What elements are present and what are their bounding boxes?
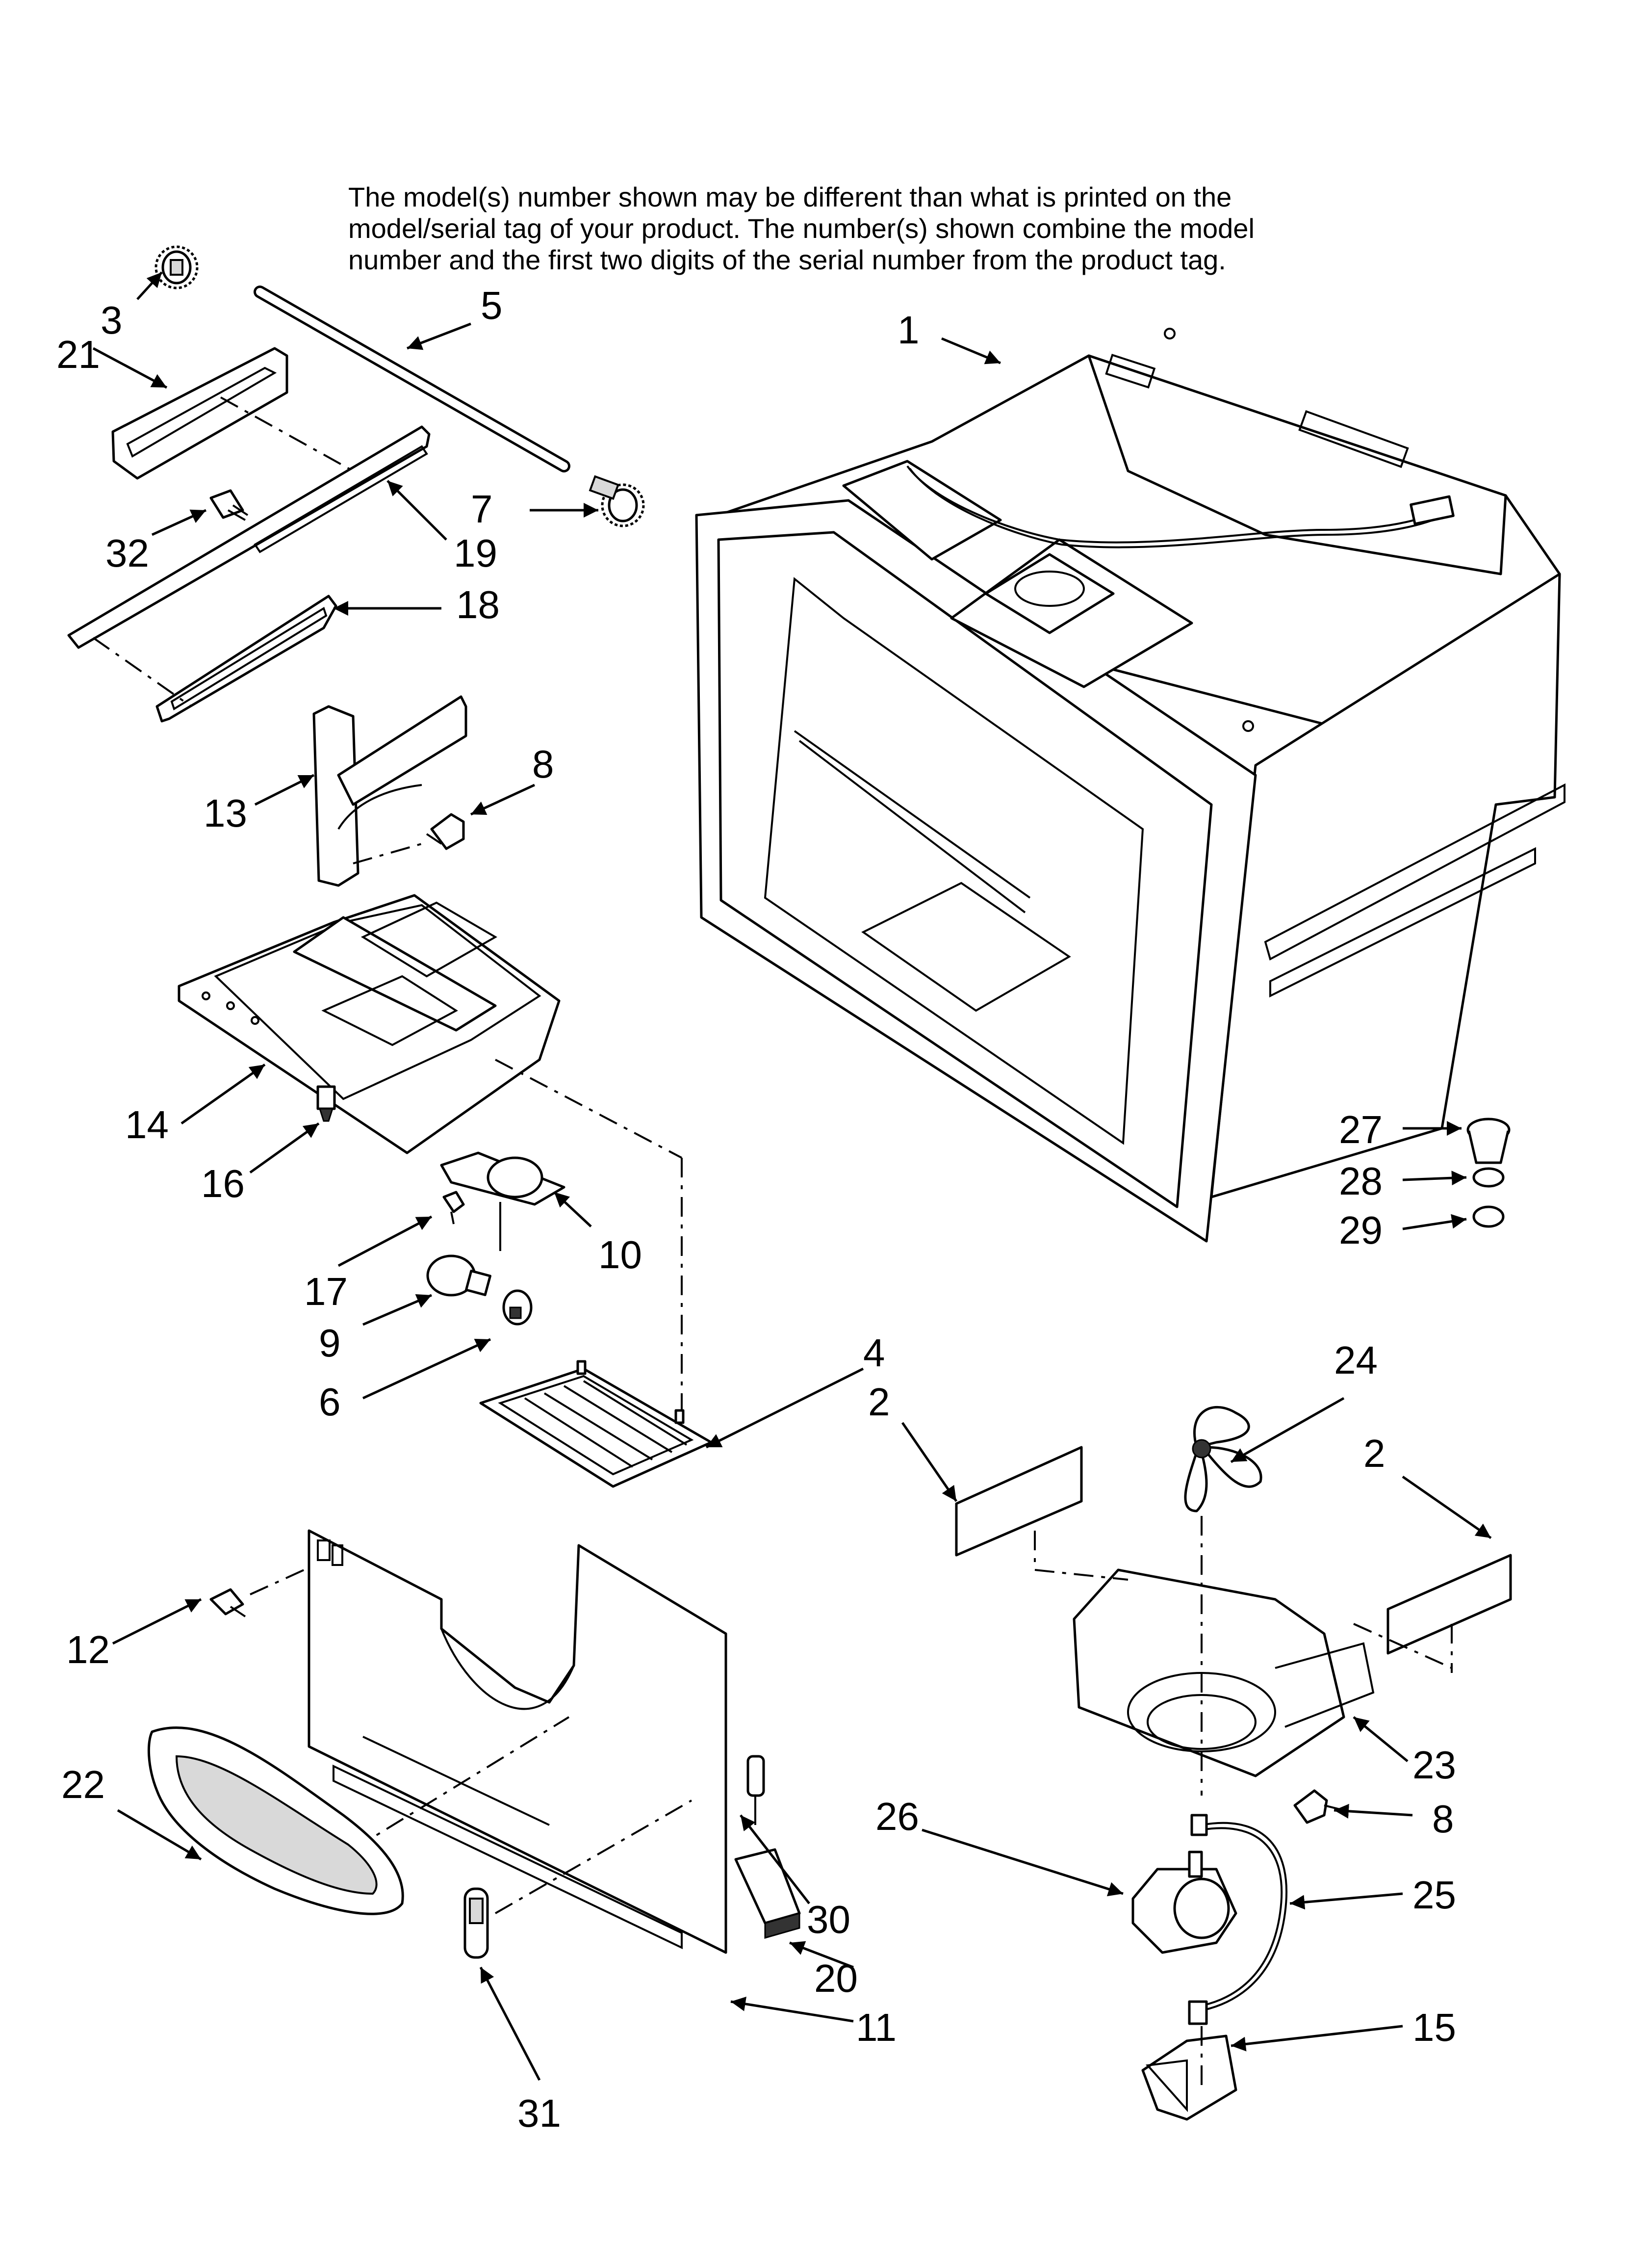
callout-12: 12 [66,1628,110,1671]
part-32-screw [209,489,249,521]
callout-10: 10 [598,1233,642,1277]
callout-25: 25 [1412,1873,1456,1917]
callout-29: 29 [1339,1208,1383,1252]
callout-15: 15 [1412,2006,1456,2049]
callout-4: 4 [863,1331,885,1375]
callout-22: 22 [61,1763,105,1806]
callout-14: 14 [125,1103,169,1147]
part-11-panel [250,1529,727,1954]
part-22-grille [147,1726,404,1915]
notice-line-2: model/serial tag of your product. The nu… [348,213,1255,244]
part-8-screw-upper [426,813,465,850]
callout-20: 20 [814,1956,858,2000]
part-16-clip [316,1085,336,1122]
part-10-light-lens [440,1151,565,1251]
part-18-rail [92,595,337,723]
part-23-fan-shroud [1034,1516,1453,1796]
part-14-light-housing [178,894,683,1423]
callout-19: 19 [454,531,497,575]
part-2-insulation-left [955,1446,1083,1557]
callout-2-left: 2 [868,1380,890,1424]
callout-2-right: 2 [1363,1432,1385,1475]
callout-numbers: 3 5 21 1 7 32 19 18 8 13 14 16 10 17 9 6… [56,284,1456,2135]
part-3-gear [154,245,199,289]
part-24-fan-blade [1184,1406,1262,1512]
part-25-wire-harness [1188,1814,1288,2025]
callout-3: 3 [101,298,123,342]
callout-1: 1 [898,308,920,352]
part-12-screw [209,1588,246,1617]
part-2-insulation-right [1386,1554,1512,1655]
part-5-shaft [254,286,570,472]
part-7-gear [589,475,645,527]
part-9-light-bulb [426,1254,491,1297]
part-15-motor-bracket [1141,2026,1237,2121]
leader-lines [92,271,1492,2081]
callout-18: 18 [456,583,500,626]
callout-32: 32 [105,531,149,575]
callout-17: 17 [304,1270,348,1313]
callout-8-lower: 8 [1432,1797,1454,1841]
callout-6: 6 [319,1380,341,1424]
callout-9: 9 [319,1321,341,1365]
callout-8-upper: 8 [532,742,554,786]
notice-line-1: The model(s) number shown may be differe… [348,182,1232,212]
callout-24: 24 [1334,1338,1378,1382]
callout-27: 27 [1339,1108,1383,1151]
callout-7: 7 [471,487,493,531]
callout-30: 30 [807,1898,850,1941]
callout-26: 26 [875,1795,919,1838]
part-19-rail [67,425,431,649]
callout-21: 21 [56,333,100,376]
part-1-freezer-liner [695,328,1565,1243]
part-8-screw-lower [1293,1789,1344,1824]
part-31-clip [463,1887,489,1959]
callout-11: 11 [856,2006,897,2049]
callout-31: 31 [517,2091,561,2135]
part-20-strip [734,1848,801,1939]
part-30-thermistor [746,1755,765,1825]
callout-16: 16 [201,1162,245,1205]
part-28-seal-ring [1472,1167,1505,1188]
part-27-cap [1466,1118,1511,1164]
notice-line-3: number and the first two digits of the s… [348,244,1226,275]
part-26-fan-motor [1131,1851,1237,1954]
callout-5: 5 [481,284,503,327]
part-21-slide-bracket [111,347,354,480]
callout-13: 13 [204,791,247,835]
part-6-socket [502,1289,533,1326]
part-29-plug [1472,1205,1505,1228]
part-4-tray [479,1360,713,1488]
part-17-screw [442,1191,465,1225]
model-number-notice: The model(s) number shown may be differe… [348,182,1329,276]
part-13-bracket [312,695,467,887]
callout-23: 23 [1412,1743,1456,1787]
callout-28: 28 [1339,1159,1383,1203]
